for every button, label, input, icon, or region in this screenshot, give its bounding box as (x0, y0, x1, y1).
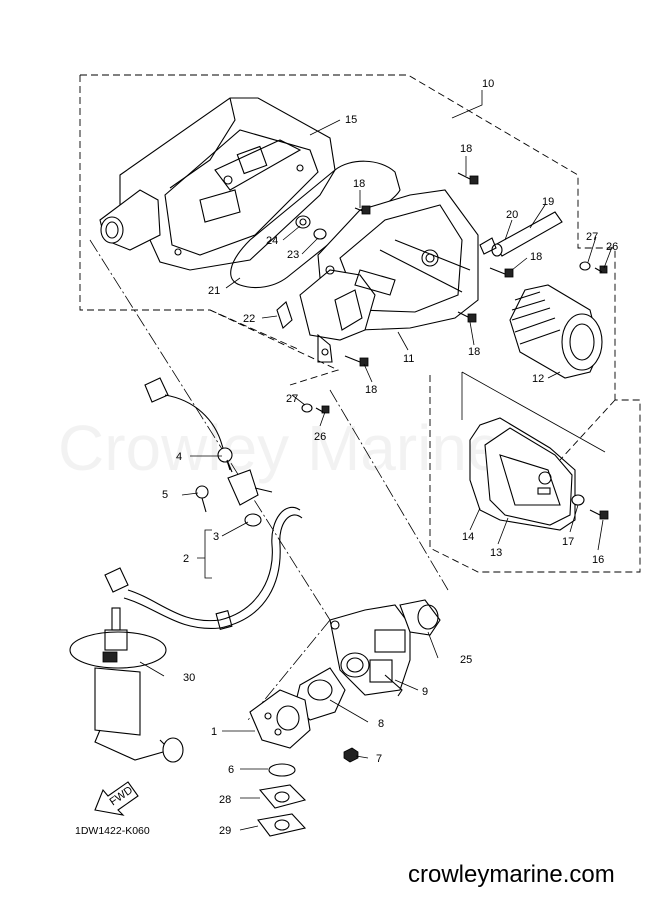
fuel-pump (69, 567, 184, 763)
hardware-bolts (276, 172, 609, 520)
callout-9: 9 (422, 686, 428, 698)
callout-29: 29 (219, 825, 231, 837)
callout-18-lower: 18 (468, 346, 480, 358)
filter-cover (469, 417, 576, 531)
callout-27-left: 27 (286, 393, 298, 405)
callout-25: 25 (460, 654, 472, 666)
callout-3: 3 (213, 531, 219, 543)
callout-8: 8 (378, 718, 384, 730)
fwd-direction-arrow: FWD (94, 781, 139, 816)
callout-12: 12 (532, 373, 544, 385)
callout-18-bottom: 18 (365, 384, 377, 396)
callout-10: 10 (482, 78, 494, 90)
site-url: crowleymarine.com (408, 861, 615, 888)
callout-24: 24 (266, 235, 278, 247)
callout-2: 2 (183, 553, 189, 565)
callout-15: 15 (345, 114, 357, 126)
callout-14: 14 (462, 531, 474, 543)
leader-lines (139, 90, 613, 831)
callout-17: 17 (562, 536, 574, 548)
air-filter-element (509, 284, 603, 379)
drawing-code: 1DW1422-K060 (75, 825, 150, 837)
connection-lines (89, 239, 606, 721)
callout-23: 23 (287, 249, 299, 261)
callout-21: 21 (208, 285, 220, 297)
callout-28: 28 (219, 794, 231, 806)
callout-7: 7 (376, 753, 382, 765)
callout-5: 5 (162, 489, 168, 501)
callout-26-left: 26 (314, 431, 326, 443)
watermark-text: Crowley Marine (58, 412, 503, 484)
callout-27-right: 27 (586, 231, 598, 243)
callout-22: 22 (243, 313, 255, 325)
callout-11: 11 (403, 353, 414, 365)
fuel-sensor-assembly (144, 377, 273, 513)
fuel-hose (123, 506, 303, 630)
callout-20: 20 (506, 209, 518, 221)
callout-26-right: 26 (606, 241, 618, 253)
callout-30: 30 (183, 672, 195, 684)
callout-4: 4 (176, 451, 182, 463)
airbox-gasket (230, 160, 401, 289)
airbox-case (299, 189, 479, 363)
throttle-body (329, 599, 441, 697)
callout-1: 1 (211, 726, 217, 738)
intake-manifold (249, 667, 359, 837)
callout-13: 13 (490, 547, 502, 559)
callout-16: 16 (592, 554, 604, 566)
callout-18-top: 18 (460, 143, 472, 155)
callout-18-upper: 18 (353, 178, 365, 190)
callout-18-right: 18 (530, 251, 542, 263)
airbox-cover (99, 97, 336, 271)
assembly-boundary-10 (79, 74, 641, 573)
callout-labels: 10 15 18 18 19 20 24 23 18 27 26 21 22 1… (162, 78, 618, 837)
callout-19: 19 (542, 196, 554, 208)
callout-6: 6 (228, 764, 234, 776)
